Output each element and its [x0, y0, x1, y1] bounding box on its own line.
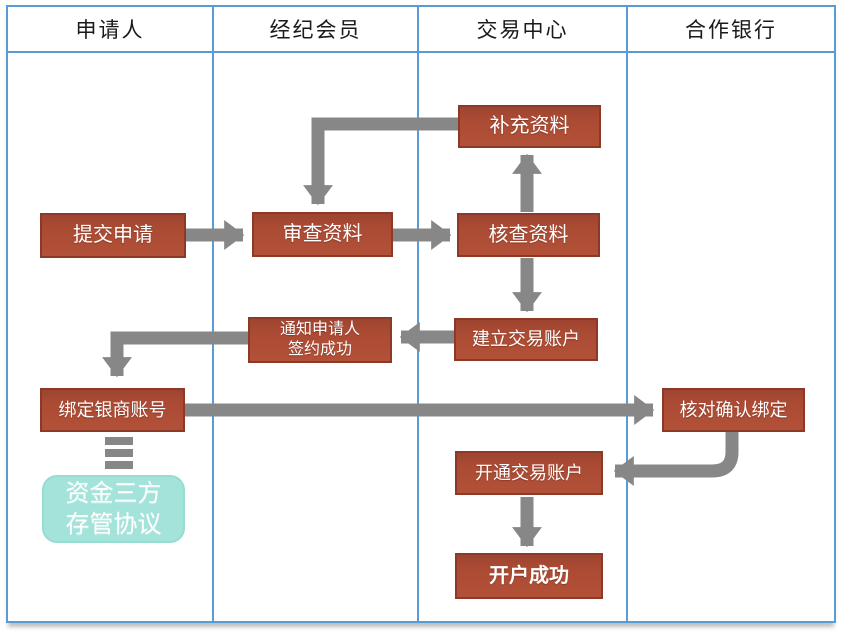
swimlane-frame: [6, 5, 836, 623]
lane-divider-3: [626, 7, 628, 621]
node-confirm-binding: 核对确认绑定: [662, 388, 805, 432]
lane-header-applicant: 申请人: [75, 19, 145, 42]
lane-header-broker-member: 经纪会员: [269, 19, 362, 42]
node-bind-bank-account: 绑定银商账号: [40, 388, 185, 432]
node-create-trading-account: 建立交易账户: [454, 318, 598, 361]
node-tripartite-depository-agreement: 资金三方 存管协议: [42, 475, 185, 543]
node-notify-signing-success: 通知申请人 签约成功: [248, 317, 392, 363]
node-account-open-success: 开户成功: [455, 553, 603, 599]
lane-header-trade-center: 交易中心: [476, 19, 569, 42]
node-review-materials: 审查资料: [252, 212, 393, 257]
lane-divider-2: [417, 7, 419, 621]
node-open-trading-account: 开通交易账户: [455, 451, 603, 495]
node-supplement-materials: 补充资料: [458, 105, 601, 148]
node-submit-application: 提交申请: [40, 213, 186, 258]
node-verify-materials: 核查资料: [457, 213, 600, 257]
header-separator: [8, 51, 834, 53]
lane-header-partner-bank: 合作银行: [685, 19, 777, 42]
lane-divider-1: [212, 7, 214, 621]
